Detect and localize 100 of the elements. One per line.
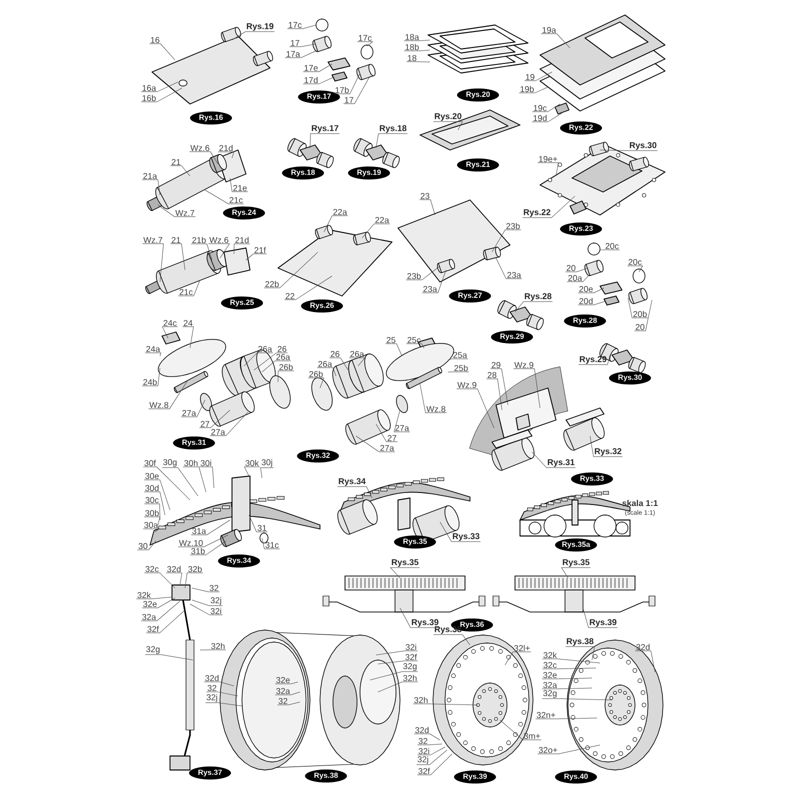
part-number: 19c <box>534 105 547 111</box>
leader-line <box>514 301 553 312</box>
leader-line <box>192 600 223 606</box>
leader-line <box>378 682 418 692</box>
barrel-drawing <box>145 248 250 294</box>
wheel-drawing <box>566 640 664 770</box>
part-number: 32e <box>543 672 557 678</box>
part-number: 32d <box>636 644 650 650</box>
leader-line <box>370 671 418 680</box>
part-number: Wz.6 <box>209 237 228 243</box>
part-number: 32a <box>543 682 558 688</box>
part-number: 32f <box>147 626 159 632</box>
leader-line <box>178 280 200 296</box>
part-number: 31b <box>191 548 205 554</box>
leader-line <box>262 538 280 550</box>
part-number: 24c <box>164 320 177 326</box>
hinge-drawing <box>353 138 400 168</box>
leader-line <box>634 650 656 672</box>
frame-drawing <box>428 24 528 74</box>
leader-line <box>234 244 250 254</box>
part-number: 16 <box>150 37 160 43</box>
leader-line <box>412 704 478 706</box>
leader-line <box>329 358 348 370</box>
leader-line <box>166 572 182 586</box>
part-number: 23 <box>420 193 430 199</box>
leader-line <box>376 650 418 656</box>
leader-line <box>199 466 214 488</box>
hinge-drawing <box>497 300 544 330</box>
leader-line <box>142 180 160 196</box>
leader-line <box>244 352 274 366</box>
figure-reference: Rys.35 <box>392 559 418 567</box>
figure-reference: Rys.28 <box>524 293 552 301</box>
leader-line <box>274 692 300 696</box>
part-number: 22a <box>333 209 348 215</box>
leader-line <box>310 133 340 148</box>
part-number: 21c <box>230 197 243 203</box>
leader-line <box>142 528 160 532</box>
leader-line <box>376 424 398 442</box>
leader-line <box>284 50 318 58</box>
part-number: 21d <box>219 144 233 152</box>
leader-line <box>210 412 248 436</box>
leader-line <box>542 658 600 664</box>
part-number: 30b <box>145 510 159 516</box>
leader-line <box>496 258 522 280</box>
leader-line <box>414 734 440 740</box>
leader-line <box>190 540 226 556</box>
figure-reference: Rys.33 <box>452 533 480 541</box>
figure-reference: Rys.38 <box>566 638 594 646</box>
part-number: 19a <box>542 27 556 33</box>
part-number: 24b <box>143 378 157 386</box>
part-number: 32 <box>210 585 218 591</box>
figure-reference: Rys.20 <box>434 113 462 121</box>
leader-line <box>170 166 190 176</box>
part-number: 17d <box>304 76 318 84</box>
leader-line <box>348 358 366 366</box>
leader-line <box>144 480 170 510</box>
leader-line <box>385 344 402 356</box>
part-number: Wz.7 <box>143 237 162 243</box>
leader-line <box>535 718 598 720</box>
leader-line <box>406 266 440 280</box>
part-number: 30j <box>262 459 272 467</box>
leader-line <box>390 567 420 578</box>
leader-line <box>277 702 300 706</box>
part-number: 32h <box>403 674 417 682</box>
part-number: Wz.8 <box>149 402 168 408</box>
part-number: 30f <box>144 460 156 466</box>
leader-line <box>532 452 576 468</box>
part-number: 32h <box>211 642 225 650</box>
figure-reference: Rys.18 <box>380 125 406 133</box>
leader-line <box>417 744 442 746</box>
part-number: 21f <box>254 246 266 254</box>
leader-line <box>540 34 570 48</box>
leader-line <box>440 522 481 542</box>
part-number: 30g <box>163 459 177 467</box>
leader-line <box>308 378 324 388</box>
figure-reference: Rys.30 <box>630 142 656 150</box>
leader-line <box>274 682 298 684</box>
leader-line <box>232 31 275 40</box>
leader-line <box>162 467 198 496</box>
part-number: 32f <box>418 768 430 774</box>
leader-line <box>264 252 318 288</box>
figure-reference: Rys.29 <box>580 356 606 364</box>
part-number: 23b <box>506 222 520 230</box>
part-number: 32c <box>145 566 159 572</box>
leader-line <box>542 678 592 680</box>
leader-line <box>578 300 606 306</box>
leader-line <box>204 682 234 686</box>
part-number: 22a <box>375 217 390 223</box>
leader-line <box>144 352 162 356</box>
part-number: 32c <box>543 662 557 668</box>
part-number: 20 <box>566 265 576 271</box>
part-number: 19b <box>520 86 534 92</box>
leader-line <box>537 744 600 754</box>
leader-line <box>537 162 559 176</box>
figure-reference: Rys.35 <box>562 559 590 567</box>
leader-line <box>136 596 172 600</box>
leader-line <box>419 200 436 216</box>
leader-line <box>144 492 166 516</box>
part-number: 32 <box>208 685 216 692</box>
part-number: 22b <box>265 280 279 288</box>
